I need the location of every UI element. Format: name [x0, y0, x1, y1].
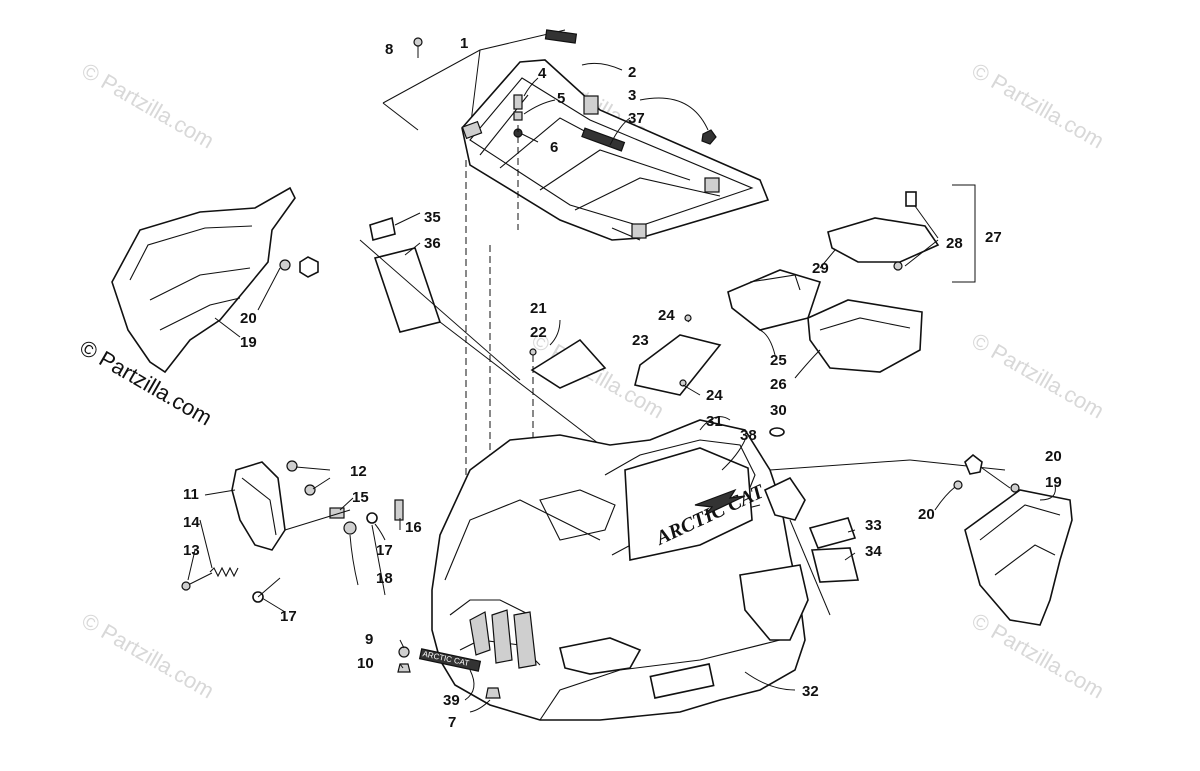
- watermark-bottom-left: © Partzilla.com: [78, 608, 219, 704]
- callout-36: 36: [424, 235, 441, 252]
- callout-30: 30: [770, 402, 787, 419]
- callout-39: 39: [443, 692, 460, 709]
- callout-9: 9: [365, 631, 373, 648]
- leader-lines: [187, 62, 1056, 713]
- callout-12: 12: [350, 463, 367, 480]
- callout-8: 8: [385, 41, 393, 58]
- callout-19-left: 19: [240, 334, 257, 351]
- callout-16: 16: [405, 519, 422, 536]
- small-hardware: [397, 427, 785, 699]
- callouts: 8 1 2 4 5 3 37 6 35 36 20 19 27 28 29 21…: [183, 35, 1062, 731]
- callout-23: 23: [632, 332, 649, 349]
- center-brackets: [529, 314, 722, 396]
- callout-24-bottom: 24: [706, 387, 723, 404]
- callout-21: 21: [530, 300, 547, 317]
- callout-4: 4: [538, 65, 547, 82]
- callout-26: 26: [770, 376, 787, 393]
- callout-20-right-top: 20: [1045, 448, 1062, 465]
- callout-13: 13: [183, 542, 200, 559]
- callout-32: 32: [802, 683, 819, 700]
- callout-31: 31: [706, 413, 723, 430]
- decals-33-34: [808, 517, 860, 583]
- storage-compartment: [727, 184, 976, 373]
- callout-3: 3: [628, 87, 636, 104]
- callout-34: 34: [865, 543, 882, 560]
- callout-25: 25: [770, 352, 787, 369]
- watermark-mid-right: © Partzilla.com: [968, 328, 1109, 424]
- callout-28: 28: [946, 235, 963, 252]
- callout-20-left: 20: [240, 310, 257, 327]
- callout-2: 2: [628, 64, 636, 81]
- callout-37: 37: [628, 110, 645, 127]
- decals-35-36: [359, 216, 621, 461]
- callout-27: 27: [985, 229, 1002, 246]
- callout-19-right: 19: [1045, 474, 1062, 491]
- callout-11: 11: [183, 486, 199, 503]
- callout-18: 18: [376, 570, 393, 587]
- callout-22: 22: [530, 324, 547, 341]
- callout-33: 33: [865, 517, 882, 534]
- watermark-top-left: © Partzilla.com: [78, 58, 219, 154]
- callout-7: 7: [448, 714, 456, 731]
- callout-29: 29: [812, 260, 829, 277]
- callout-6: 6: [550, 139, 558, 156]
- callout-1: 1: [460, 35, 468, 52]
- rear-rack: [382, 29, 770, 241]
- callout-35: 35: [424, 209, 441, 226]
- callout-15: 15: [352, 489, 369, 506]
- right-side-panel: [953, 453, 1073, 626]
- callout-24-top: 24: [658, 307, 675, 324]
- front-body: ARCTIC CAT ARCTIC CAT: [418, 419, 1006, 721]
- callout-38: 38: [740, 427, 757, 444]
- watermark-top-right: © Partzilla.com: [968, 58, 1109, 154]
- callout-10: 10: [357, 655, 374, 672]
- callout-17-mid: 17: [376, 542, 393, 559]
- left-side-panel: [111, 186, 319, 374]
- callout-14: 14: [183, 514, 200, 531]
- callout-17-low: 17: [280, 608, 297, 625]
- headlight-assembly: [181, 460, 404, 603]
- callout-20-right-mid: 20: [918, 506, 935, 523]
- callout-5: 5: [557, 90, 565, 107]
